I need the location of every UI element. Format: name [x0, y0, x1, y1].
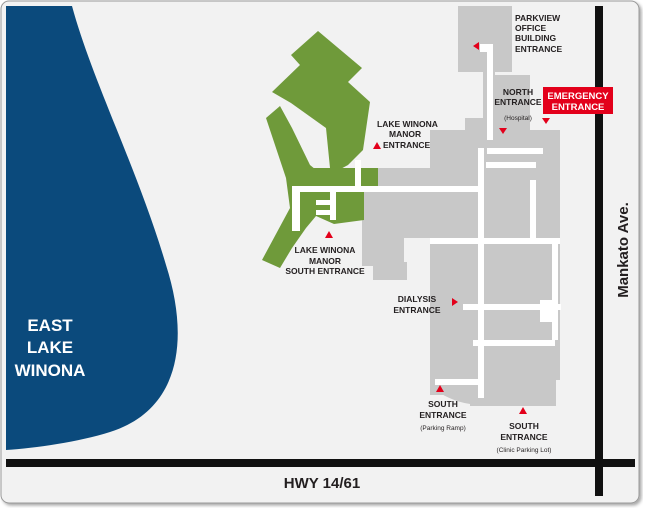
lake-label: EAST LAKE WINONA [15, 316, 86, 380]
svg-text:DIALYSIS: DIALYSIS [398, 294, 437, 304]
svg-text:BUILDING: BUILDING [515, 33, 556, 43]
svg-text:SOUTH: SOUTH [509, 421, 539, 431]
highway-label: HWY 14/61 [284, 475, 360, 492]
svg-text:OFFICE: OFFICE [515, 23, 546, 33]
east-lake-winona [6, 6, 178, 450]
manor-entrance-marker [373, 142, 381, 149]
south-clinic-entrance-marker [519, 407, 527, 414]
svg-text:ENTRANCE: ENTRANCE [552, 102, 605, 113]
svg-text:SOUTH: SOUTH [428, 399, 458, 409]
manor-south-entrance-marker [325, 231, 333, 238]
emergency-entrance-marker [542, 118, 550, 124]
svg-text:NORTH: NORTH [503, 87, 533, 97]
svg-text:ENTRANCE: ENTRANCE [393, 305, 441, 315]
highway-road [6, 459, 635, 467]
svg-text:MANOR: MANOR [389, 129, 421, 139]
svg-text:PARKVIEW: PARKVIEW [515, 13, 561, 23]
manor-south-entrance-label: LAKE WINONA MANOR SOUTH ENTRANCE [285, 245, 365, 276]
corridors [292, 44, 561, 398]
svg-text:ENTRANCE: ENTRANCE [494, 97, 542, 107]
svg-text:(Parking Ramp): (Parking Ramp) [420, 425, 466, 432]
svg-text:EMERGENCY: EMERGENCY [547, 91, 609, 102]
dialysis-entrance-marker [452, 298, 458, 306]
svg-text:ENTRANCE: ENTRANCE [515, 44, 563, 54]
parkview-entrance-marker [473, 42, 479, 50]
svg-text:ENTRANCE: ENTRANCE [383, 140, 431, 150]
north-entrance-label: NORTH ENTRANCE (Hospital) [494, 87, 542, 122]
dialysis-entrance-label: DIALYSIS ENTRANCE [393, 294, 441, 315]
mankato-avenue-road [595, 6, 603, 496]
svg-text:ENTRANCE: ENTRANCE [500, 432, 548, 442]
svg-text:(Hospital): (Hospital) [504, 115, 532, 122]
svg-text:EAST: EAST [27, 316, 73, 335]
svg-text:WINONA: WINONA [15, 361, 86, 380]
emergency-entrance-label: EMERGENCY ENTRANCE [543, 87, 613, 114]
south-ramp-entrance-marker [436, 385, 444, 392]
svg-text:ENTRANCE: ENTRANCE [419, 410, 467, 420]
north-entrance-marker [499, 128, 507, 134]
svg-text:LAKE: LAKE [27, 338, 73, 357]
svg-text:(Clinic Parking Lot): (Clinic Parking Lot) [497, 447, 552, 454]
svg-text:SOUTH ENTRANCE: SOUTH ENTRANCE [285, 266, 365, 276]
entrance-markers [325, 42, 550, 414]
svg-text:MANOR: MANOR [309, 256, 341, 266]
svg-text:LAKE WINONA: LAKE WINONA [377, 119, 438, 129]
manor-entrance-label: LAKE WINONA MANOR ENTRANCE [377, 119, 438, 150]
mankato-avenue-label: Mankato Ave. [615, 202, 632, 298]
emergency-entrance-badge [543, 87, 613, 114]
south-ramp-entrance-label: SOUTH ENTRANCE (Parking Ramp) [419, 399, 467, 432]
parkview-entrance-label: PARKVIEW OFFICE BUILDING ENTRANCE [515, 13, 563, 54]
svg-text:LAKE WINONA: LAKE WINONA [295, 245, 356, 255]
south-clinic-entrance-label: SOUTH ENTRANCE (Clinic Parking Lot) [497, 421, 552, 454]
